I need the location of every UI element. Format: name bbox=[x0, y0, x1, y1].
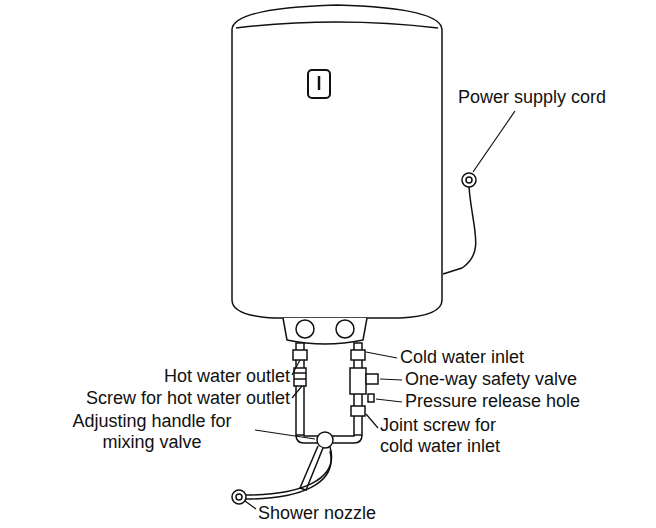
part-label: Screw for hot water outlet bbox=[86, 388, 290, 409]
part-label: Joint screw for cold water inlet bbox=[380, 415, 525, 457]
part-label: Cold water inlet bbox=[400, 347, 524, 368]
part-label: Hot water outlet bbox=[164, 366, 290, 387]
part-label: One-way safety valve bbox=[405, 369, 577, 390]
part-label: Power supply cord bbox=[458, 87, 606, 108]
part-label: Adjusting handle for mixing valve bbox=[52, 411, 252, 453]
part-label: Pressure release hole bbox=[405, 391, 580, 412]
part-label: Shower nozzle bbox=[258, 503, 376, 524]
